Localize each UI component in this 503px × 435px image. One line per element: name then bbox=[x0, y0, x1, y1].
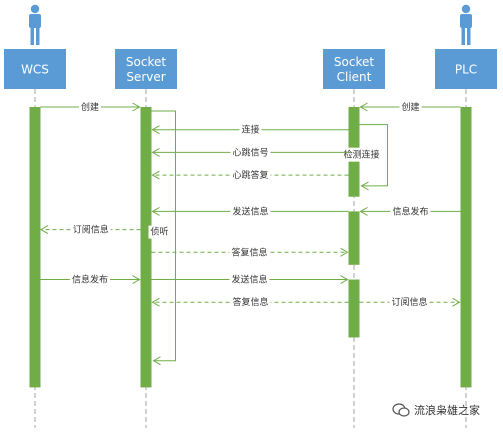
participant-label: Socket bbox=[126, 55, 166, 69]
message-label: 心跳答复 bbox=[232, 169, 268, 181]
activation-bar-plc bbox=[460, 107, 472, 388]
participant-label: WCS bbox=[21, 63, 49, 77]
wechat-icon bbox=[392, 403, 410, 417]
actors bbox=[29, 4, 472, 45]
message-label: 发送信息 bbox=[232, 205, 268, 217]
actor-icon-plc bbox=[460, 4, 472, 45]
message-arrow: 连接 bbox=[151, 122, 349, 137]
activation-bar-socket-client bbox=[348, 211, 360, 265]
activation-bar-wcs bbox=[29, 107, 41, 388]
message-arrow: 信息发布 bbox=[40, 272, 141, 287]
participant-label: Client bbox=[337, 70, 372, 84]
message-arrow: 订阅信息 bbox=[359, 295, 461, 310]
watermark: 流浪枭雄之家 bbox=[392, 402, 480, 418]
message-label: 创建 bbox=[401, 101, 419, 113]
message-label: 答复信息 bbox=[232, 296, 268, 308]
message-arrow: 创建 bbox=[40, 100, 141, 114]
message-label: 连接 bbox=[241, 124, 259, 136]
messages: 创建创建连接心跳信号心跳答复发送信息信息发布订阅信息答复信息信息发布发送信息答复… bbox=[39, 100, 461, 310]
activation-bar-socket-server bbox=[140, 107, 152, 388]
message-arrow: 订阅信息 bbox=[39, 222, 141, 237]
watermark-text: 流浪枭雄之家 bbox=[414, 404, 480, 417]
participant-plc: PLC bbox=[435, 49, 497, 89]
message-arrow: 创建 bbox=[359, 100, 461, 114]
actor-icon-wcs bbox=[29, 4, 41, 45]
message-arrow: 发送信息 bbox=[151, 272, 349, 287]
message-arrow: 信息发布 bbox=[359, 204, 461, 219]
message-arrow: 心跳信号 bbox=[151, 145, 349, 160]
participant-label: PLC bbox=[455, 63, 477, 77]
message-label: 发送信息 bbox=[231, 274, 267, 286]
self-call-socket-server: 侦听 bbox=[148, 110, 176, 366]
message-label: 订阅信息 bbox=[73, 224, 109, 236]
message-arrow: 答复信息 bbox=[151, 295, 349, 310]
message-arrow: 发送信息 bbox=[151, 204, 349, 219]
message-label: 心跳信号 bbox=[232, 146, 268, 158]
participant-label: Server bbox=[126, 70, 165, 84]
message-label: 信息发布 bbox=[72, 274, 108, 286]
participant-label: Socket bbox=[334, 55, 374, 69]
participant-wcs: WCS bbox=[4, 49, 66, 89]
message-label: 检测连接 bbox=[343, 149, 379, 161]
message-arrow: 心跳答复 bbox=[151, 168, 349, 183]
activation-bar-socket-client bbox=[348, 279, 360, 338]
message-label: 侦听 bbox=[150, 227, 168, 238]
message-arrow: 答复信息 bbox=[151, 245, 349, 260]
message-label: 订阅信息 bbox=[391, 296, 427, 308]
self-call-socket-client: 检测连接 bbox=[341, 124, 388, 191]
message-label: 答复信息 bbox=[231, 246, 267, 258]
message-label: 信息发布 bbox=[392, 205, 428, 217]
message-label: 创建 bbox=[81, 101, 99, 113]
